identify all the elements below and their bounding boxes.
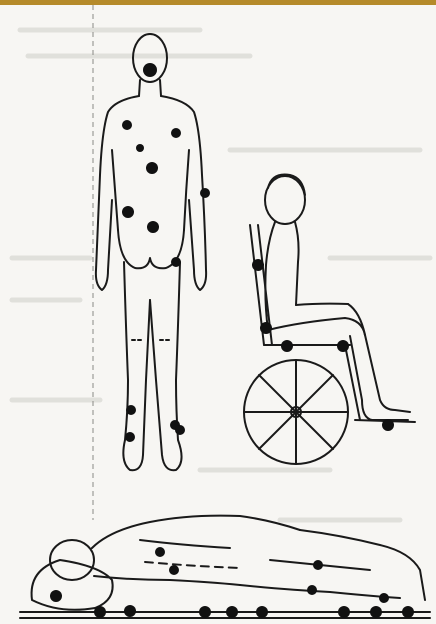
pressure-point [122,120,132,130]
pressure-point [200,188,210,198]
pressure-point [370,606,382,618]
lying-figure [20,516,430,618]
pressure-point [171,257,181,267]
pressure-point [313,560,323,570]
pressure-point [281,340,293,352]
pressure-point [126,405,136,415]
lying-figure-pressure-points [50,547,414,618]
pressure-point [175,425,185,435]
pressure-point [402,606,414,618]
pressure-point [50,590,62,602]
pressure-point [307,585,317,595]
standing-figure [96,34,206,470]
pressure-point [169,565,179,575]
pressure-point [382,419,394,431]
pressure-point [125,432,135,442]
pressure-point [260,322,272,334]
pressure-point [124,605,136,617]
pressure-point [146,162,158,174]
pressure-point [337,340,349,352]
pressure-point [256,606,268,618]
pressure-point [379,593,389,603]
pressure-point [122,206,134,218]
pressure-point [136,144,144,152]
faint-background-text [12,30,430,520]
pressure-point [94,606,106,618]
pressure-point [252,259,264,271]
pressure-point [155,547,165,557]
pressure-point [338,606,350,618]
pressure-point [147,221,159,233]
pressure-point [199,606,211,618]
pressure-point [143,63,157,77]
pressure-point [226,606,238,618]
pressure-point [171,128,181,138]
